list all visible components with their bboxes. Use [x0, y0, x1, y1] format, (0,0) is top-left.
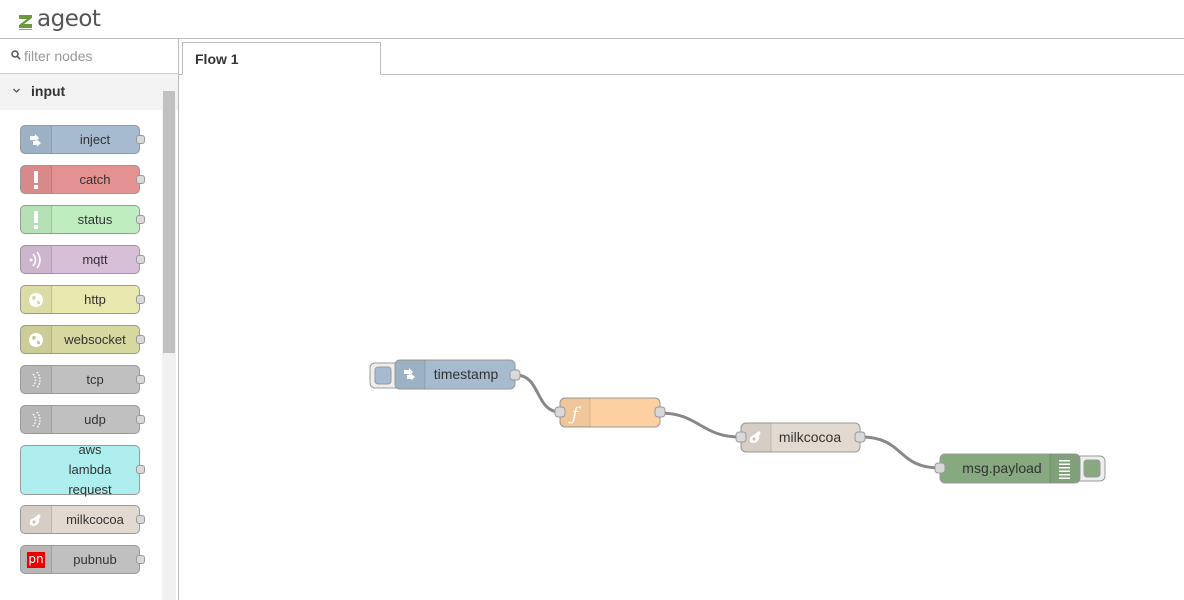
milkcocoa-icon: [749, 431, 761, 443]
palette-scrollbar[interactable]: [162, 91, 176, 600]
output-port[interactable]: [136, 414, 145, 424]
flow-node-milkcocoa[interactable]: milkcocoa: [735, 422, 866, 453]
palette-node-websocket[interactable]: websocket: [20, 325, 145, 354]
wire-milkcocoa-to-debug[interactable]: [860, 435, 941, 470]
globe-icon: [21, 286, 52, 313]
input-port[interactable]: [934, 462, 946, 474]
palette-node-pubnub[interactable]: pn pubnub: [20, 545, 145, 574]
palette-node-label: milkcocoa: [66, 511, 124, 527]
node-palette: input inject catch status mqtt: [0, 39, 179, 600]
input-port[interactable]: [554, 406, 566, 418]
scrollbar-thumb[interactable]: [163, 91, 175, 353]
chevron-down-icon[interactable]: [12, 86, 21, 95]
output-port[interactable]: [136, 334, 145, 344]
palette-node-milkcocoa[interactable]: milkcocoa: [20, 505, 145, 534]
logo-text: ageot: [37, 6, 101, 32]
output-port[interactable]: [136, 465, 145, 474]
header-bar: ageot: [0, 0, 1184, 39]
tab-label: Flow 1: [195, 51, 239, 67]
palette-category-input[interactable]: input: [0, 74, 178, 110]
palette-node-label: inject: [79, 131, 111, 147]
input-port[interactable]: [735, 431, 747, 443]
wire-timestamp-to-function[interactable]: [515, 373, 561, 414]
output-port[interactable]: [136, 514, 145, 524]
output-port[interactable]: [854, 431, 866, 443]
flow-node-function[interactable]: ƒ: [554, 397, 666, 428]
tab-flow-1[interactable]: Flow 1: [182, 42, 381, 75]
palette-node-tcp[interactable]: tcp: [20, 365, 145, 394]
bridge-icon: [21, 246, 52, 273]
alert-icon: [21, 206, 52, 233]
palette-category-label: input: [31, 83, 66, 99]
arrow-in-icon: [21, 126, 52, 153]
palette-node-label: tcp: [86, 371, 104, 387]
palette-node-label: aws lambda request: [68, 442, 112, 497]
palette-node-label: websocket: [64, 331, 126, 347]
palette-node-catch[interactable]: catch: [20, 165, 145, 194]
palette-node-label: status: [77, 211, 113, 227]
logo-icon: [19, 15, 32, 30]
palette-node-status[interactable]: status: [20, 205, 145, 234]
palette-node-label: pubnub: [73, 551, 117, 567]
filter-nodes-input[interactable]: [24, 47, 164, 65]
output-port[interactable]: [509, 369, 521, 381]
search-icon: [11, 50, 21, 60]
output-port[interactable]: [136, 294, 145, 304]
milkcocoa-icon: [21, 506, 52, 533]
globe-icon: [21, 326, 52, 353]
flow-node-timestamp[interactable]: timestamp: [369, 359, 521, 390]
flow-node-label: milkcocoa: [779, 429, 841, 445]
palette-filter: [0, 39, 178, 74]
output-port[interactable]: [136, 134, 145, 144]
palette-node-label: http: [84, 291, 106, 307]
debug-toggle-square[interactable]: [1083, 459, 1101, 478]
output-port[interactable]: [136, 174, 145, 184]
palette-node-label: mqtt: [82, 251, 108, 267]
flow-node-label: msg.payload: [962, 460, 1041, 476]
arrow-in-icon: [404, 368, 415, 381]
palette-node-http[interactable]: http: [20, 285, 145, 314]
bridge-dash-icon: [21, 406, 52, 433]
wire-function-to-milkcocoa[interactable]: [659, 411, 741, 439]
flow-node-label: timestamp: [434, 366, 499, 382]
debug-list-icon: [1059, 460, 1070, 479]
palette-node-label: udp: [84, 411, 106, 427]
flow-canvas[interactable]: timestamp ƒ milkcocoa: [179, 39, 1184, 600]
palette-node-aws-lambda-request[interactable]: aws lambda request: [20, 442, 145, 497]
flow-tab-bar: Flow 1: [179, 39, 1184, 75]
palette-node-inject[interactable]: inject: [20, 125, 145, 154]
inject-button-square[interactable]: [374, 366, 392, 385]
bridge-dash-icon: [21, 366, 52, 393]
output-port[interactable]: [654, 406, 666, 418]
flow-workspace[interactable]: Flow 1 timestamp ƒ: [179, 39, 1184, 600]
palette-node-udp[interactable]: udp: [20, 405, 145, 434]
output-port[interactable]: [136, 214, 145, 224]
palette-node-label: catch: [79, 171, 111, 187]
app-logo: ageot: [19, 6, 101, 32]
function-icon: ƒ: [568, 404, 582, 425]
output-port[interactable]: [136, 554, 145, 564]
palette-node-mqtt[interactable]: mqtt: [20, 245, 145, 274]
flow-node-debug[interactable]: msg.payload: [934, 453, 1106, 484]
alert-icon: [21, 166, 52, 193]
output-port[interactable]: [136, 374, 145, 384]
pubnub-icon: pn: [21, 546, 52, 573]
pubnub-logo: pn: [27, 551, 45, 568]
output-port[interactable]: [136, 254, 145, 264]
